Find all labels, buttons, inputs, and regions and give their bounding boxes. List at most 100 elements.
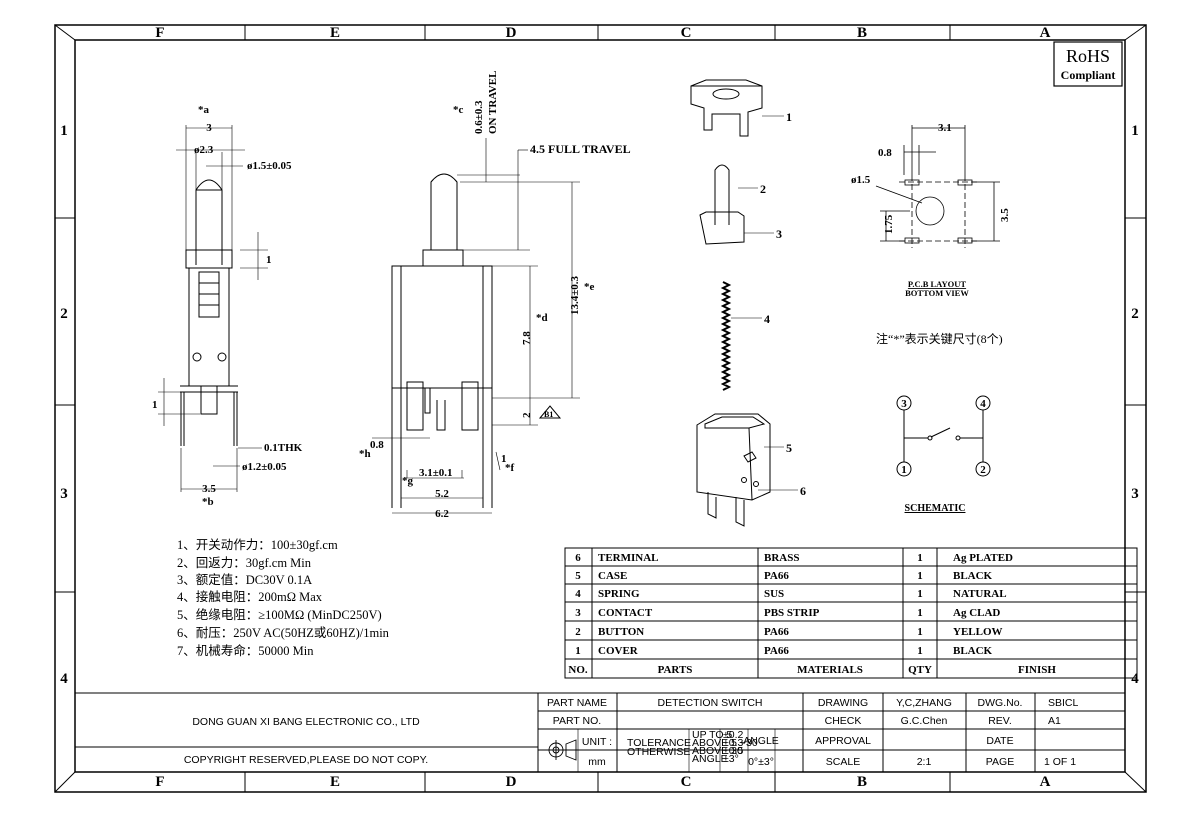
svg-text:FINISH: FINISH [1018, 664, 1056, 676]
pcb-dim-3-1: 3.1 [938, 122, 952, 134]
tolerance-range-2: ABOVE 5 ~30 [692, 737, 758, 749]
schematic-pin-1: 1 [901, 464, 907, 476]
callout-4: 4 [764, 312, 770, 326]
company-name: DONG GUAN XI BANG ELECTRONIC CO., LTD [192, 716, 420, 728]
note-2: 2、回返力：30gf.cm Min [177, 556, 312, 570]
svg-text:NO.: NO. [568, 664, 588, 676]
tolerance-label-2: OTHERWISE [627, 746, 690, 758]
rev-value: A1 [1048, 715, 1061, 727]
rohs-badge: RoHS Compliant [1053, 41, 1123, 87]
svg-text:1: 1 [575, 645, 581, 657]
dim-width-3-1: 3.1±0.1 [419, 467, 453, 479]
dim-width-3: 3 [206, 122, 212, 134]
drawing-frame [54, 24, 1147, 793]
table-row: 5 CASE PA66 1 BLACK [575, 570, 992, 582]
svg-text:MATERIALS: MATERIALS [797, 664, 863, 676]
pcb-layout-title: P.C.B LAYOUT [908, 279, 967, 289]
dim-key-a: *a [198, 104, 210, 116]
check-value: G.C.Chen [901, 715, 948, 727]
zone-row-4-left: 4 [60, 671, 68, 687]
zone-col-f-top: F [155, 25, 164, 41]
page-value: 1 OF 1 [1044, 756, 1076, 768]
dim-one-top: 1 [266, 254, 272, 266]
schematic-pin-4: 4 [980, 398, 986, 410]
zone-row-3-left: 3 [60, 486, 68, 502]
svg-text:CONTACT: CONTACT [598, 607, 653, 619]
callout-3: 3 [776, 227, 782, 241]
schematic-labels: 3 4 1 2 SCHEMATIC [901, 398, 986, 514]
note-7: 7、机械寿命：50000 Min [177, 643, 314, 658]
svg-text:1: 1 [917, 570, 923, 582]
svg-text:NATURAL: NATURAL [953, 588, 1007, 600]
note-4: 4、接触电阻：200mΩ Max [177, 589, 323, 604]
projection-symbol-icon [545, 739, 577, 761]
zone-col-a-bottom: A [1040, 774, 1051, 790]
scale-value: 2:1 [917, 756, 932, 768]
table-row: 3 CONTACT PBS STRIP 1 Ag CLAD [575, 607, 1000, 619]
zone-row-2-right: 2 [1131, 306, 1139, 322]
callout-2: 2 [760, 182, 766, 196]
exploded-view [690, 79, 798, 527]
parts-table-grid [564, 547, 1138, 679]
svg-text:CASE: CASE [598, 570, 627, 582]
table-row: 6 TERMINAL BRASS 1 Ag PLATED [575, 552, 1013, 564]
zone-col-b-bottom: B [857, 774, 867, 790]
drawing-label: DRAWING [818, 697, 868, 709]
rohs-title: RoHS [1066, 46, 1110, 66]
dim-one-f: 1 [501, 453, 507, 465]
dim-0-8: 0.8 [370, 439, 384, 451]
dim-key-f: *f [505, 462, 515, 474]
copyright-notice: COPYRIGHT RESERVED,PLEASE DO NOT COPY. [184, 754, 428, 766]
tolerance-value-2: ±0.3 [723, 737, 744, 749]
dim-key-b: *b [202, 496, 214, 508]
schematic-title: SCHEMATIC [905, 503, 966, 514]
svg-text:3: 3 [575, 607, 581, 619]
dim-b1-flag: B1 [544, 410, 553, 419]
zone-col-e-top: E [330, 25, 340, 41]
callout-1: 1 [786, 110, 792, 124]
svg-text:Ag PLATED: Ag PLATED [953, 552, 1013, 564]
schematic-drawing [896, 395, 991, 477]
zone-col-e-bottom: E [330, 774, 340, 790]
rev-label: REV. [988, 715, 1012, 727]
frame-zone-labels: F E D C B A F E D C B A 1 2 3 4 1 2 3 4 [60, 25, 1139, 790]
pcb-layout-subtitle: BOTTOM VIEW [905, 288, 969, 298]
svg-text:BLACK: BLACK [953, 570, 993, 582]
zone-row-1-left: 1 [60, 123, 68, 139]
zone-row-4-right: 4 [1131, 671, 1139, 687]
zone-col-d-top: D [506, 25, 517, 41]
dim-dia-1-5: ø1.5±0.05 [247, 160, 292, 172]
table-header: NO. PARTS MATERIALS QTY FINISH [568, 664, 1056, 676]
dim-height-13-4: 13.4±0.3 [569, 275, 581, 315]
tolerance-range-4: ANGLE [692, 753, 728, 765]
pcb-layout-dimensions: 3.1 0.8 ø1.5 1.75 3.5 P.C.B LAYOUT BOTTO… [851, 122, 1011, 346]
page-label: PAGE [986, 756, 1014, 768]
svg-text:COVER: COVER [598, 645, 639, 657]
pcb-layout-drawing [875, 125, 1000, 248]
svg-text:PA66: PA66 [764, 570, 789, 582]
svg-text:QTY: QTY [908, 664, 932, 676]
dim-dia-1-2: ø1.2±0.05 [242, 461, 287, 473]
unit-label: UNIT : [582, 736, 612, 748]
dim-dia-2-3: ø2.3 [194, 144, 214, 156]
svg-text:BRASS: BRASS [764, 552, 799, 564]
pcb-dim-3-5: 3.5 [999, 208, 1011, 222]
part-name-label: PART NAME [547, 697, 607, 709]
drawing-value: Y,C,ZHANG [896, 697, 952, 709]
tolerance-range-3: ABOVE 30 [692, 745, 743, 757]
callout-6: 6 [800, 484, 806, 498]
front-view-drawing [372, 138, 580, 514]
dwg-no-value: SBICL [1048, 697, 1079, 709]
dim-key-e: *e [584, 281, 595, 293]
dim-width-3-5: 3.5 [202, 483, 216, 495]
dim-key-c: *c [453, 104, 464, 116]
svg-text:1: 1 [917, 588, 923, 600]
dim-width-6-2: 6.2 [435, 508, 449, 520]
table-row: 1 COVER PA66 1 BLACK [575, 645, 992, 657]
svg-text:PA66: PA66 [764, 626, 789, 638]
svg-text:YELLOW: YELLOW [953, 626, 1003, 638]
svg-text:BUTTON: BUTTON [598, 626, 644, 638]
svg-text:1: 1 [917, 645, 923, 657]
unit-value: mm [588, 756, 606, 768]
